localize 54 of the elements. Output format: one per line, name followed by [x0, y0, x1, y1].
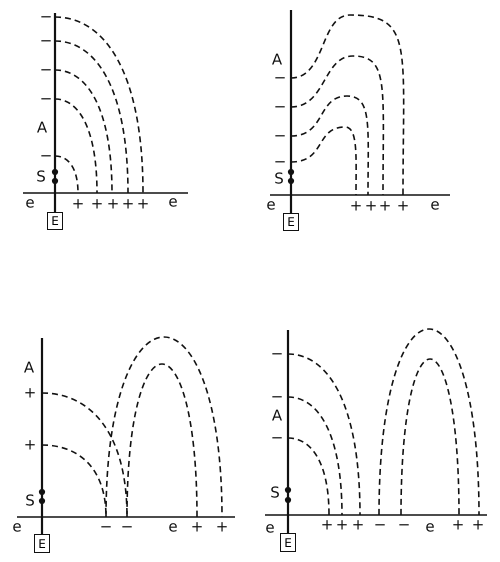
charge-label: S: [270, 486, 280, 500]
charge-label: e: [25, 196, 35, 210]
charge-label: −: [274, 100, 286, 114]
charge-label: +: [336, 518, 348, 532]
charge-label: e: [168, 520, 178, 534]
charge-label: +: [106, 196, 120, 212]
charge-label: A: [36, 120, 48, 136]
charge-label: S: [25, 494, 35, 508]
charge-label: +: [216, 520, 228, 534]
charge-label: S: [274, 172, 284, 186]
earth-box: E: [280, 533, 296, 552]
charge-label: A: [24, 360, 34, 376]
charge-label: +: [396, 198, 410, 214]
charge-label: e: [430, 198, 440, 212]
charge-label: −: [40, 34, 52, 48]
earth-box: E: [283, 213, 299, 231]
charge-label: e: [12, 520, 22, 534]
charge-label: +: [452, 518, 464, 532]
charge-label: −: [100, 520, 112, 534]
charge-label: +: [352, 518, 364, 532]
charge-label: +: [72, 196, 84, 212]
charge-label: +: [122, 196, 134, 212]
charge-label: −: [270, 390, 284, 404]
charge-label: A: [272, 52, 282, 68]
charge-label: S: [36, 170, 46, 184]
charge-label: +: [472, 518, 484, 532]
charge-label: +: [350, 198, 362, 214]
charge-label: −: [40, 10, 52, 24]
charge-label: −: [120, 520, 134, 534]
charge-label: +: [378, 198, 392, 214]
charge-label: +: [90, 196, 104, 212]
charge-label: −: [40, 92, 52, 106]
charge-label: −: [398, 518, 410, 532]
charge-label: e: [265, 520, 275, 536]
charge-label: −: [270, 430, 284, 446]
charge-label: −: [40, 62, 52, 78]
charge-label: −: [274, 128, 286, 144]
charge-label: +: [364, 198, 378, 214]
earth-box: E: [34, 534, 50, 553]
charge-label: −: [374, 518, 386, 532]
charge-label: e: [168, 194, 178, 210]
charge-label: e: [266, 198, 276, 212]
charge-label: −: [40, 148, 52, 164]
charge-label: −: [274, 70, 286, 86]
charge-label: A: [272, 408, 282, 424]
charge-label: +: [136, 196, 150, 212]
charge-label: +: [320, 518, 334, 532]
charge-label: +: [190, 520, 204, 534]
earth-box: E: [47, 212, 63, 230]
charge-label: +: [24, 386, 36, 400]
charge-label: −: [270, 346, 284, 362]
charge-label: −: [274, 154, 286, 170]
charge-label: e: [425, 520, 435, 534]
charge-label: +: [24, 438, 36, 452]
